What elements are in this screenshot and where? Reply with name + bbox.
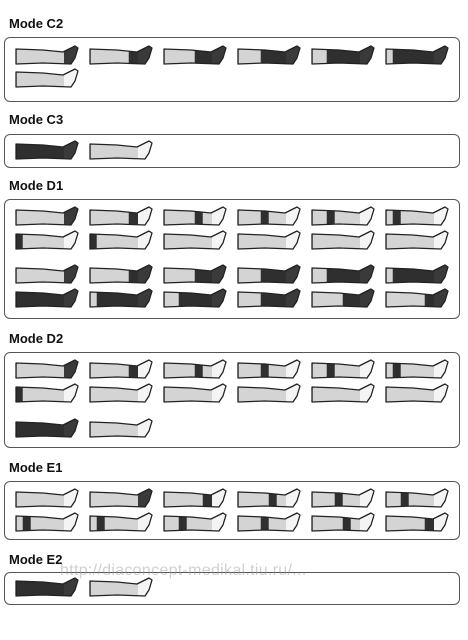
leg-sleeve-icon bbox=[237, 288, 301, 308]
leg-sleeve-icon bbox=[15, 264, 79, 284]
leg-sleeve-icon bbox=[163, 288, 227, 308]
leg-sleeve-icon bbox=[237, 45, 301, 65]
leg-sleeve-icon bbox=[15, 383, 79, 403]
leg-sleeve-icon bbox=[163, 359, 227, 379]
leg-sleeve-icon bbox=[163, 206, 227, 226]
leg-sleeve-icon bbox=[385, 359, 449, 379]
leg-sleeve-icon bbox=[89, 140, 153, 160]
leg-sleeve-icon bbox=[15, 488, 79, 508]
leg-sleeve-icon bbox=[311, 383, 375, 403]
leg-sleeve-icon bbox=[89, 512, 153, 532]
leg-sleeve-icon bbox=[15, 359, 79, 379]
mode-panel bbox=[4, 134, 460, 168]
leg-sleeve-icon bbox=[237, 488, 301, 508]
leg-sleeve-icon bbox=[311, 264, 375, 284]
leg-sleeve-icon bbox=[311, 359, 375, 379]
leg-sleeve-icon bbox=[385, 288, 449, 308]
mode-panel bbox=[4, 572, 460, 605]
leg-sleeve-icon bbox=[237, 359, 301, 379]
leg-sleeve-icon bbox=[89, 264, 153, 284]
mode-panel bbox=[4, 199, 460, 319]
leg-sleeve-icon bbox=[163, 488, 227, 508]
mode-title: Mode C3 bbox=[9, 112, 64, 127]
leg-sleeve-icon bbox=[163, 230, 227, 250]
leg-sleeve-icon bbox=[89, 577, 153, 597]
leg-sleeve-icon bbox=[15, 512, 79, 532]
leg-sleeve-icon bbox=[163, 512, 227, 532]
leg-sleeve-icon bbox=[237, 512, 301, 532]
leg-sleeve-icon bbox=[237, 383, 301, 403]
leg-sleeve-icon bbox=[311, 488, 375, 508]
leg-sleeve-icon bbox=[311, 230, 375, 250]
leg-sleeve-icon bbox=[15, 288, 79, 308]
leg-sleeve-icon bbox=[385, 264, 449, 284]
leg-sleeve-icon bbox=[385, 230, 449, 250]
mode-title: Mode D1 bbox=[9, 178, 64, 193]
leg-sleeve-icon bbox=[163, 383, 227, 403]
leg-sleeve-icon bbox=[15, 418, 79, 438]
leg-sleeve-icon bbox=[385, 488, 449, 508]
leg-sleeve-icon bbox=[15, 577, 79, 597]
leg-sleeve-icon bbox=[237, 264, 301, 284]
leg-sleeve-icon bbox=[89, 230, 153, 250]
mode-title: Mode E2 bbox=[9, 552, 63, 567]
leg-sleeve-icon bbox=[89, 418, 153, 438]
leg-sleeve-icon bbox=[15, 230, 79, 250]
leg-sleeve-icon bbox=[237, 230, 301, 250]
leg-sleeve-icon bbox=[89, 359, 153, 379]
leg-sleeve-icon bbox=[89, 288, 153, 308]
leg-sleeve-icon bbox=[385, 512, 449, 532]
mode-panel bbox=[4, 481, 460, 540]
leg-sleeve-icon bbox=[385, 383, 449, 403]
leg-sleeve-icon bbox=[311, 512, 375, 532]
leg-sleeve-icon bbox=[311, 45, 375, 65]
mode-title: Mode C2 bbox=[9, 16, 64, 31]
leg-sleeve-icon bbox=[89, 383, 153, 403]
leg-sleeve-icon bbox=[15, 45, 79, 65]
leg-sleeve-icon bbox=[311, 206, 375, 226]
mode-title: Mode D2 bbox=[9, 331, 64, 346]
leg-sleeve-icon bbox=[385, 45, 449, 65]
leg-sleeve-icon bbox=[89, 488, 153, 508]
leg-sleeve-icon bbox=[311, 288, 375, 308]
leg-sleeve-icon bbox=[15, 68, 79, 88]
mode-panel bbox=[4, 352, 460, 448]
mode-panel bbox=[4, 37, 460, 102]
mode-title: Mode E1 bbox=[9, 460, 63, 475]
leg-sleeve-icon bbox=[89, 206, 153, 226]
leg-sleeve-icon bbox=[163, 45, 227, 65]
leg-sleeve-icon bbox=[15, 206, 79, 226]
leg-sleeve-icon bbox=[163, 264, 227, 284]
leg-sleeve-icon bbox=[89, 45, 153, 65]
leg-sleeve-icon bbox=[385, 206, 449, 226]
leg-sleeve-icon bbox=[15, 140, 79, 160]
leg-sleeve-icon bbox=[237, 206, 301, 226]
